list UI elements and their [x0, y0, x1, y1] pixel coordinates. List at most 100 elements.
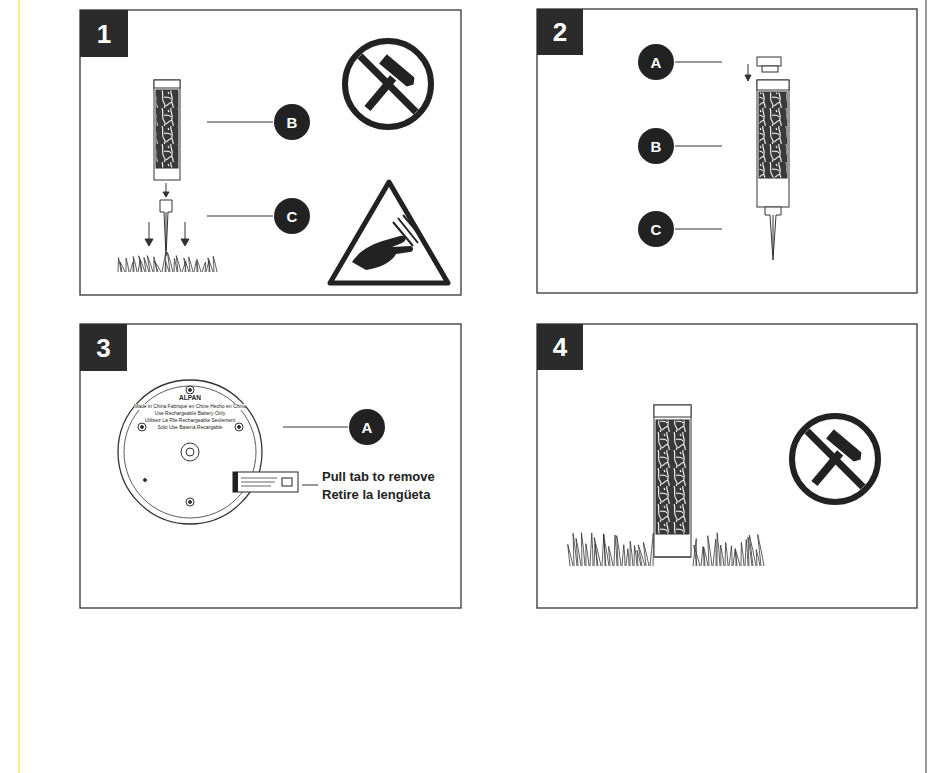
- panel-frame: [80, 10, 461, 295]
- arrow: [163, 192, 169, 197]
- solar-base: [186, 386, 194, 394]
- instruction-text: Retire la lengüeta: [322, 488, 430, 502]
- ground-stake: [160, 200, 172, 256]
- ground-stake: [765, 207, 781, 260]
- callout-letter: C: [274, 198, 310, 234]
- callout-letter: C: [638, 211, 674, 247]
- margin-line: [926, 0, 927, 773]
- arrow: [145, 239, 153, 246]
- no-hammer-symbol: [345, 41, 431, 127]
- solar-cap: [757, 57, 781, 72]
- pull-tab: [282, 478, 292, 486]
- solar-base: [186, 498, 194, 506]
- base-print: Use Rechargeable Battery Only: [155, 411, 225, 417]
- ground-stake: [773, 215, 774, 255]
- no-hammer-symbol: [352, 54, 417, 121]
- step-number: 2: [537, 9, 583, 55]
- no-hammer-symbol: [792, 416, 878, 502]
- solar-base: [235, 423, 243, 431]
- light-body: [759, 92, 787, 178]
- base-print: Utilisez La Pile Rechargeable Seulement: [145, 418, 236, 424]
- light-body: [757, 80, 789, 207]
- node-text: 3: [96, 335, 110, 361]
- solar-base: [124, 386, 256, 518]
- solar-base: [144, 479, 147, 482]
- grass: [568, 533, 654, 566]
- solar-base: [138, 423, 146, 431]
- arrow: [745, 75, 751, 81]
- node-text: 1: [97, 21, 111, 47]
- leader-line: [207, 122, 273, 123]
- arrow: [185, 222, 186, 240]
- no-hammer-symbol: [792, 416, 878, 502]
- grass: [693, 533, 764, 566]
- margin-line: [18, 0, 20, 773]
- callout-letter: B: [274, 104, 310, 140]
- callout-letter: A: [349, 409, 385, 445]
- light-body: [154, 80, 180, 88]
- solar-base: [118, 380, 262, 524]
- node-text: C: [651, 222, 662, 237]
- solar-base: [189, 389, 192, 392]
- pull-tab: [233, 472, 238, 492]
- step-number: 3: [80, 324, 127, 371]
- callout-letter: B: [638, 128, 674, 164]
- arrow: [748, 64, 749, 76]
- solar-cap: [762, 66, 778, 72]
- base-print: Made in China Fabriqué en Chine Hecho en…: [134, 404, 246, 410]
- no-hammer-symbol: [360, 56, 416, 112]
- light-body: [757, 80, 789, 207]
- arrow: [745, 64, 751, 81]
- cut-warning-symbol: [352, 236, 413, 270]
- node-text: C: [287, 209, 298, 224]
- cut-warning-symbol: [330, 182, 448, 283]
- light-body: [154, 80, 180, 180]
- cut-warning-symbol: [330, 182, 448, 283]
- solar-base: [141, 426, 144, 429]
- node-text: B: [651, 139, 662, 154]
- light-body: [156, 90, 178, 168]
- node-text: B: [287, 115, 298, 130]
- no-hammer-symbol: [345, 41, 431, 127]
- leader-line: [675, 62, 722, 63]
- grass: [568, 533, 764, 566]
- leader-line: [675, 146, 722, 147]
- solar-base: [189, 501, 192, 504]
- leader-line: [302, 485, 318, 486]
- ground-line: [654, 557, 691, 558]
- node-text: 4: [553, 334, 567, 360]
- node-text: 2: [553, 19, 567, 45]
- instruction-text: Pull tab to remove: [322, 470, 435, 484]
- step-number: 4: [537, 324, 583, 370]
- light-body: [757, 80, 789, 90]
- leader-line: [675, 229, 722, 230]
- leader-line: [207, 216, 273, 217]
- light-body: [654, 405, 691, 557]
- pull-tab: [233, 472, 298, 492]
- solar-base: [186, 448, 194, 456]
- panel-frame: [537, 324, 917, 608]
- solar-cap: [757, 57, 781, 66]
- light-body: [154, 80, 180, 180]
- ground-stake: [160, 200, 172, 256]
- grass: [118, 252, 217, 272]
- leader-line: [283, 427, 348, 428]
- solar-base: [181, 443, 199, 461]
- ground-stake: [166, 212, 167, 250]
- no-hammer-symbol: [807, 431, 863, 487]
- grass: [118, 252, 217, 272]
- step-number: 1: [80, 10, 128, 57]
- node-text: A: [362, 420, 373, 435]
- arrow: [181, 239, 189, 246]
- leader-line: [207, 62, 722, 485]
- panel-frame: [537, 9, 917, 293]
- cut-warning-symbol: [393, 215, 423, 246]
- base-print: ALPAN: [179, 394, 201, 401]
- callout-letter: A: [638, 44, 674, 80]
- light-body: [654, 405, 691, 417]
- panel-frame: [80, 324, 461, 608]
- light-body: [656, 420, 689, 534]
- ground-stake: [765, 207, 781, 260]
- pull-tab: [241, 478, 277, 486]
